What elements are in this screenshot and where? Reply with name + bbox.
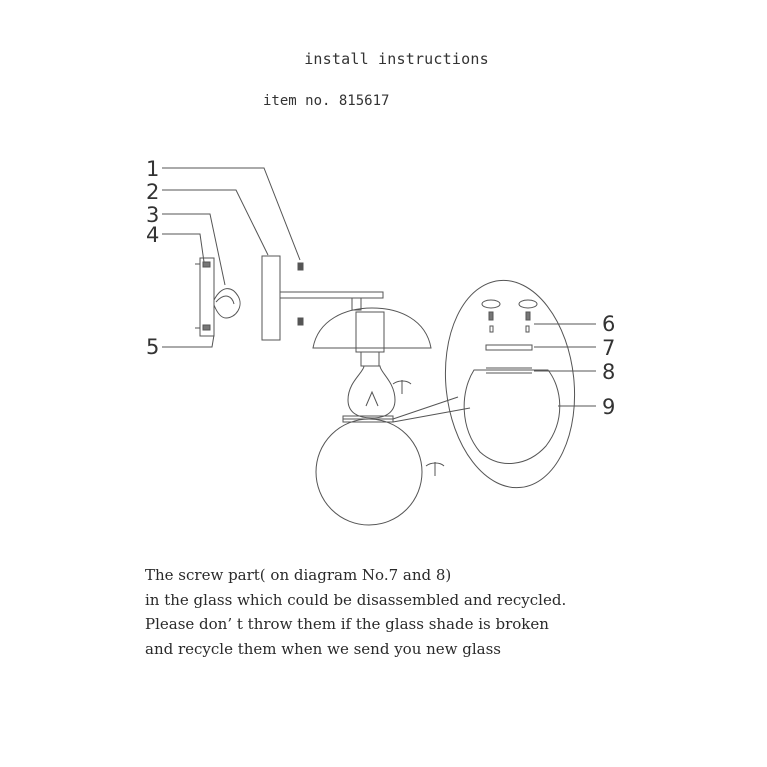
light-bulb <box>347 365 396 419</box>
detail-callout-ellipse <box>444 279 576 489</box>
leader-line-2 <box>162 189 269 256</box>
leader-line-4 <box>162 233 205 263</box>
callout-3: 3 <box>146 203 159 227</box>
leader-line-3 <box>162 213 226 286</box>
canopy <box>261 255 281 341</box>
callout-4: 4 <box>146 223 159 247</box>
leader-line-5 <box>162 334 215 348</box>
mounting-plate <box>199 257 215 337</box>
lamp-arm <box>279 291 384 299</box>
note-line: Please don’ t throw them if the glass sh… <box>145 615 549 633</box>
item-number: item no. 815617 <box>263 93 390 109</box>
recycle-note: The screw part( on diagram No.7 and 8) i… <box>145 563 705 661</box>
glass-globe <box>315 418 423 526</box>
callout-1: 1 <box>146 157 159 181</box>
callout-2: 2 <box>146 180 159 204</box>
leader-line-1 <box>162 167 301 261</box>
callout-8: 8 <box>602 360 615 384</box>
wire-bundle <box>213 288 241 319</box>
detail-globe <box>463 369 561 464</box>
note-line: in the glass which could be disassembled… <box>145 590 567 609</box>
note-line: The screw part( on diagram No.7 and 8) <box>145 566 452 584</box>
callout-5: 5 <box>146 335 159 359</box>
callout-7: 7 <box>602 336 615 360</box>
detail-ring <box>485 344 533 351</box>
callout-6: 6 <box>602 312 615 336</box>
dome-shade <box>312 307 432 349</box>
callout-9: 9 <box>602 395 615 419</box>
note-line: and recycle them when we send you new gl… <box>145 639 502 658</box>
page-title: install instructions <box>304 50 489 68</box>
